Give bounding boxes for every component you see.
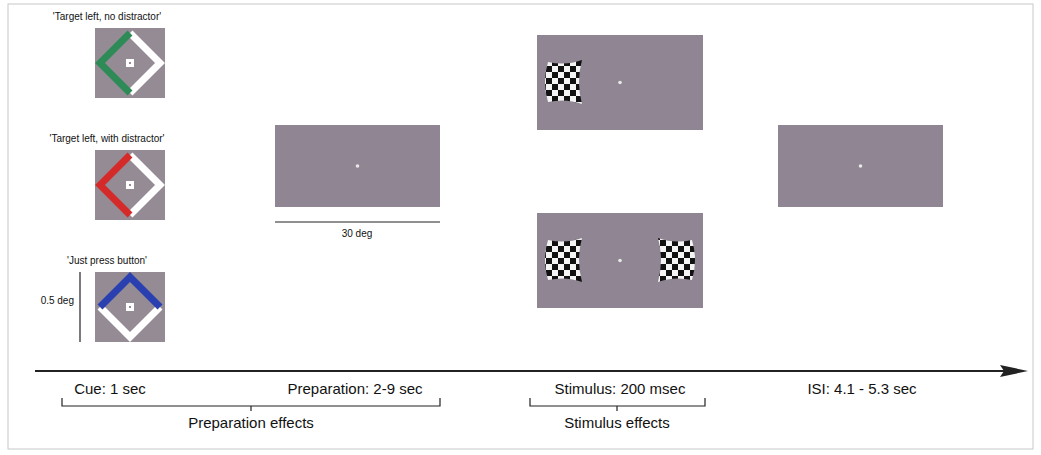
cue-icon [95,150,165,220]
fixation-screen [778,125,943,207]
timeline-axis [35,370,1008,372]
stimulus-screen [537,35,703,130]
cue-icon [95,272,165,342]
effect-label: Stimulus effects [564,415,670,430]
cue-label: 'Just press button' [67,256,147,266]
cue-label: 'Target left, no distractor' [53,12,161,22]
scale-label: 0.5 deg [41,296,74,306]
phase-label: Cue: 1 sec [74,381,146,396]
fixation-screen [275,125,440,207]
effect-label: Preparation effects [188,415,314,430]
scale-label: 30 deg [342,229,373,239]
timeline-arrowhead [1000,365,1028,377]
bracket [62,398,440,411]
phase-label: ISI: 4.1 - 5.3 sec [807,381,916,396]
stimulus-screen [537,213,703,308]
scale-bar [79,272,80,342]
cue-label: 'Target left, with distractor' [50,134,165,144]
bracket [530,398,705,411]
scale-bar [275,221,440,222]
figure-frame [8,4,1033,449]
cue-icon [95,28,165,98]
phase-label: Preparation: 2-9 sec [287,381,422,396]
phase-label: Stimulus: 200 msec [555,381,686,396]
